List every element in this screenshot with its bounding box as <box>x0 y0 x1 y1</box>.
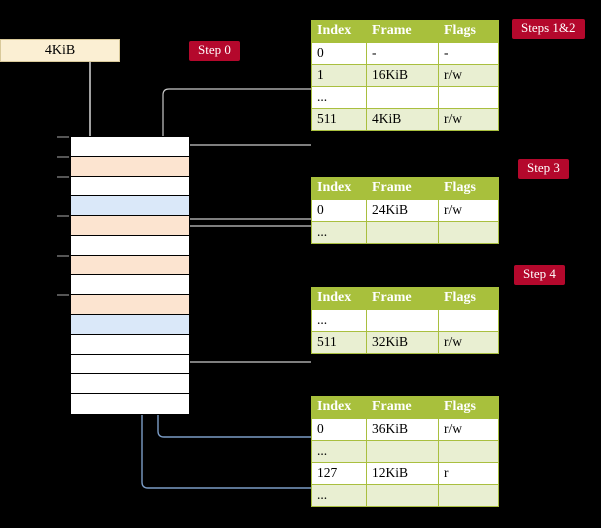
memory-row-13 <box>71 394 189 414</box>
cell-index: ... <box>311 309 367 332</box>
cell-frame <box>366 309 439 332</box>
cell-index: 511 <box>311 108 367 131</box>
column-header-flags: Flags <box>438 396 499 419</box>
cell-flags <box>438 309 499 332</box>
cell-frame: - <box>366 42 439 65</box>
cell-frame <box>366 440 439 463</box>
memory-row-12 <box>71 374 189 395</box>
column-header-index: Index <box>311 396 367 419</box>
table-row: ... <box>311 221 499 244</box>
badge-step-3: Step 3 <box>518 159 569 179</box>
cell-index: 0 <box>311 199 367 222</box>
source-frame-label: 4KiB <box>44 42 76 58</box>
memory-row-tick-0 <box>57 136 69 138</box>
cell-index: ... <box>311 86 367 109</box>
badge-steps-1-and-2: Steps 1&2 <box>512 19 585 39</box>
cell-flags: r/w <box>438 199 499 222</box>
cell-index: 127 <box>311 462 367 485</box>
memory-row-5 <box>71 235 189 256</box>
cell-flags <box>438 86 499 109</box>
memory-row-10 <box>71 334 189 355</box>
cell-index: 0 <box>311 42 367 65</box>
column-header-frame: Frame <box>366 177 439 200</box>
cell-flags: r <box>438 462 499 485</box>
memory-row-7 <box>71 275 189 296</box>
cell-frame: 12KiB <box>366 462 439 485</box>
memory-row-8 <box>57 294 189 316</box>
memory-row-tick-1 <box>57 155 69 158</box>
memory-row-tick-8 <box>57 294 69 297</box>
column-header-flags: Flags <box>438 287 499 310</box>
memory-row-6 <box>57 254 189 276</box>
badge-step-4: Step 4 <box>514 265 565 285</box>
cell-index: 1 <box>311 64 367 87</box>
cell-flags <box>438 440 499 463</box>
table-row: ... <box>311 86 499 109</box>
cell-index: 511 <box>311 331 367 354</box>
cell-frame <box>366 221 439 244</box>
cell-flags: r/w <box>438 108 499 131</box>
cell-flags: r/w <box>438 64 499 87</box>
cell-flags: r/w <box>438 331 499 354</box>
cell-index: ... <box>311 484 367 507</box>
memory-row-11 <box>71 354 189 375</box>
cell-frame: 36KiB <box>366 418 439 441</box>
memory-row-0 <box>57 136 189 157</box>
cell-frame <box>366 86 439 109</box>
memory-row-2 <box>57 175 189 197</box>
column-header-index: Index <box>311 287 367 310</box>
memory-column <box>57 136 190 415</box>
cell-flags: - <box>438 42 499 65</box>
column-header-frame: Frame <box>366 396 439 419</box>
cell-flags: r/w <box>438 418 499 441</box>
memory-row-3 <box>71 196 189 217</box>
memory-row-tick-2 <box>57 175 69 178</box>
memory-row-9 <box>71 315 189 335</box>
column-header-flags: Flags <box>438 177 499 200</box>
cell-index: ... <box>311 221 367 244</box>
source-frame-box: 4KiB <box>0 39 120 62</box>
cell-index: ... <box>311 440 367 463</box>
memory-row-1 <box>57 155 189 177</box>
wire-pdp-row0-to-memory <box>177 218 311 258</box>
cell-frame: 32KiB <box>366 331 439 354</box>
column-header-frame: Frame <box>366 287 439 310</box>
cell-frame: 16KiB <box>366 64 439 87</box>
cell-index: 0 <box>311 418 367 441</box>
table-row: ... <box>311 484 499 507</box>
column-header-frame: Frame <box>366 20 439 43</box>
badge-step-0: Step 0 <box>189 41 240 61</box>
cell-frame: 24KiB <box>366 199 439 222</box>
table-row: ... <box>311 440 499 463</box>
column-header-index: Index <box>311 177 367 200</box>
wire-memory-up-to-pd <box>173 308 311 363</box>
column-header-flags: Flags <box>438 20 499 43</box>
memory-row-tick-6 <box>57 254 69 257</box>
table-row: ... <box>311 309 499 332</box>
cell-flags <box>438 221 499 244</box>
memory-row-4 <box>57 215 189 236</box>
table-row: 0-- <box>311 42 499 65</box>
memory-row-tick-4 <box>57 215 69 218</box>
cell-frame <box>366 484 439 507</box>
column-header-index: Index <box>311 20 367 43</box>
cell-flags <box>438 484 499 507</box>
cell-frame: 4KiB <box>366 108 439 131</box>
